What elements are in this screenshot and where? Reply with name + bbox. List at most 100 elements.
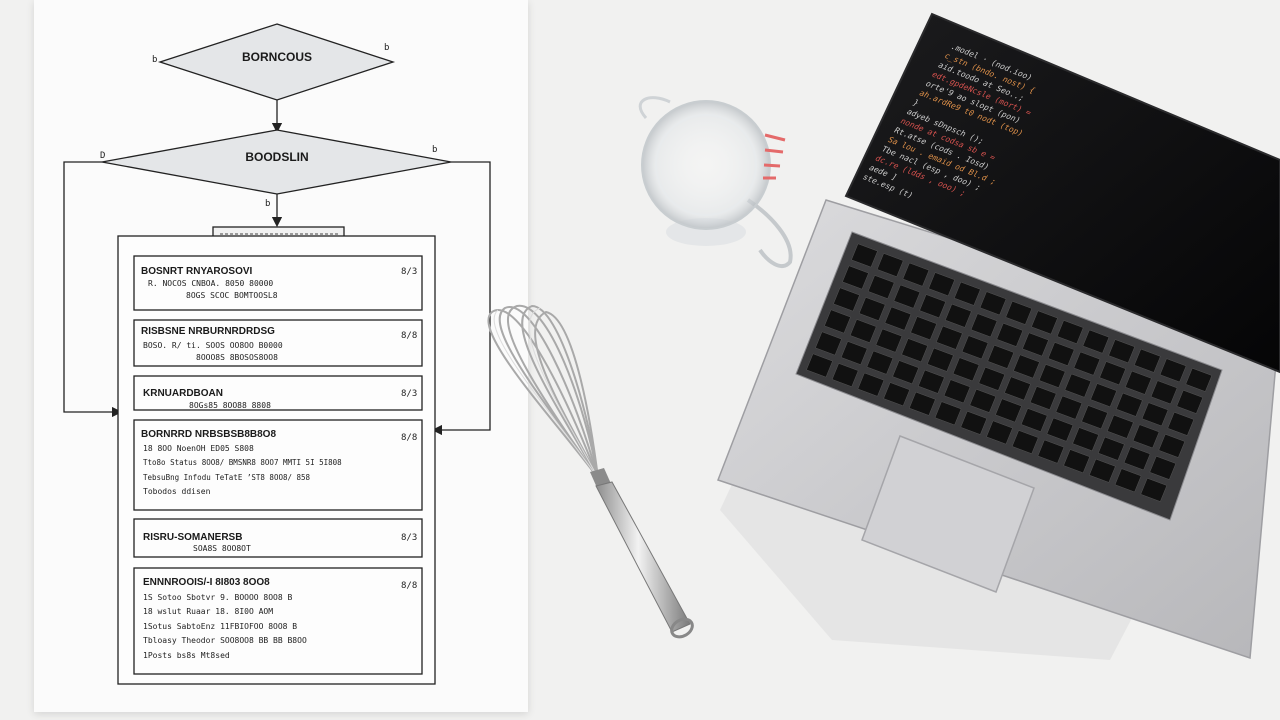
keyboard-key: [902, 262, 930, 287]
keyboard-key: [815, 331, 842, 356]
keyboard-key: [831, 363, 859, 388]
svg-text:ENNNROOIS/-I 8I803 8OO8: ENNNROOIS/-I 8I803 8OO8: [143, 577, 270, 588]
keyboard-key: [908, 391, 936, 416]
svg-text:TebsuBng Infodu TeTatE ’ST8: TebsuBng Infodu TeTatE ’ST8 8OO8/ 858: [143, 473, 311, 482]
svg-text:8/3: 8/3: [401, 533, 417, 543]
keyboard-key: [842, 265, 869, 290]
keyboard-key: [1038, 364, 1066, 389]
svg-text:8OOO8S 8BOSOS8OO8: 8OOO8S 8BOSOS8OO8: [196, 353, 278, 362]
keyboard-key: [1073, 351, 1101, 376]
keyboard-key: [1150, 380, 1178, 405]
keyboard-key: [1072, 427, 1100, 452]
keyboard-key: [1140, 477, 1168, 502]
svg-text:8/8: 8/8: [401, 581, 417, 591]
flowchart-sections: BOSNRT RNYAROSOVI 8/3 R. NOCOS CNBOA. 80…: [141, 266, 417, 660]
keyboard-key: [849, 319, 877, 344]
keyboard-key: [979, 291, 1007, 316]
keyboard-key: [1099, 361, 1127, 386]
keyboard-key: [1031, 310, 1058, 335]
keyboard-key: [858, 297, 886, 322]
svg-text:b: b: [265, 199, 270, 209]
keyboard-key: [1090, 383, 1118, 408]
keyboard-key: [851, 243, 878, 268]
keyboard-key: [1141, 402, 1169, 427]
svg-text:SOA8S 8OO8OT: SOA8S 8OO8OT: [193, 544, 251, 553]
keyboard-key: [866, 350, 894, 375]
flowchart: BORNCOUS b b BOODSLIN D b b: [63, 23, 491, 685]
keyboard-key: [917, 369, 945, 394]
svg-text:Tto8o Status 8OO8/ BMSNR8 8OO: Tto8o Status 8OO8/ BMSNR8 8OO7 MMTI 5I 5…: [143, 458, 342, 467]
keyboard-key: [987, 344, 1015, 369]
svg-text:8/8: 8/8: [401, 433, 417, 443]
keyboard-key: [1011, 430, 1039, 455]
keyboard-key: [1064, 373, 1092, 398]
keyboard-key: [892, 360, 920, 385]
decision2-label: BOODSLIN: [245, 150, 308, 164]
svg-text:b: b: [432, 145, 437, 155]
section-6: ENNNROOIS/-I 8I803 8OO8 8/8 1S Sotoo Sbo…: [143, 577, 417, 660]
svg-text:8OGS SCOC BOMTOOSL8: 8OGS SCOC BOMTOOSL8: [186, 291, 278, 300]
keyboard-key: [986, 420, 1013, 445]
keyboard-key: [1097, 436, 1125, 461]
keyboard-key: [901, 338, 929, 363]
decision1-label: BORNCOUS: [242, 50, 312, 64]
keyboard-key: [910, 316, 938, 341]
keyboard-key: [1088, 458, 1116, 483]
keyboard-key: [1046, 417, 1074, 442]
keyboard-key: [1176, 389, 1204, 414]
keyboard-key: [1005, 300, 1033, 325]
keyboard-key: [926, 347, 954, 372]
keyboard-key: [1149, 455, 1177, 480]
keyboard-key: [1037, 439, 1065, 464]
section-2: RISBSNE NRBURNRDRDSG 8/8 BOSO. R/ ti. SO…: [141, 326, 417, 362]
keyboard-key: [1185, 367, 1213, 392]
svg-text:BORNRRD NRBSBSB8B8O8: BORNRRD NRBSBSB8B8O8: [141, 429, 276, 440]
svg-text:8OGs85 8OO88 8808: 8OGs85 8OO88 8808: [189, 401, 271, 410]
svg-text:1Posts bs8s Mt8sed: 1Posts bs8s Mt8sed: [143, 651, 230, 660]
svg-text:R. NOCOS CNBOA. 8050 80000: R. NOCOS CNBOA. 8050 80000: [148, 279, 273, 288]
keyboard-key: [978, 366, 1006, 391]
measuring-cup: [638, 96, 793, 269]
svg-text:Tbloasy Theodor SOO8OO8 BB B: Tbloasy Theodor SOO8OO8 BB BB B8OO: [143, 636, 307, 645]
keyboard-key: [1108, 339, 1136, 364]
svg-text:BOSNRT RNYAROSOVI: BOSNRT RNYAROSOVI: [141, 266, 253, 277]
keyboard-key: [1055, 395, 1083, 420]
svg-text:RISRU-SOMANERSB: RISRU-SOMANERSB: [143, 532, 242, 543]
keyboard-key: [1013, 354, 1040, 379]
keyboard-key: [1004, 376, 1031, 401]
svg-text:D: D: [100, 151, 105, 161]
keyboard-key: [953, 281, 981, 306]
keyboard-key: [952, 357, 980, 382]
keyboard-key: [1063, 449, 1091, 474]
keyboard-key: [884, 306, 912, 331]
svg-text:18 wslut Ruaar 18. 8I0O AOM: 18 wslut Ruaar 18. 8I0O AOM: [143, 607, 273, 616]
laptop-screen: [844, 12, 1280, 374]
keyboard-key: [969, 388, 997, 413]
keyboard-key: [1158, 433, 1186, 458]
svg-text:b: b: [152, 55, 157, 65]
keyboard-key: [1081, 405, 1109, 430]
svg-text:Tobodos ddisen: Tobodos ddisen: [143, 487, 211, 496]
keyboard-key: [996, 322, 1024, 347]
keyboard-key: [875, 328, 903, 353]
keyboard-key: [960, 410, 988, 435]
section-3: KRNUARDBOAN 8/3 8OGs85 8OO88 8808: [143, 388, 417, 410]
svg-text:8/8: 8/8: [401, 331, 417, 341]
keyboard-key: [824, 309, 851, 334]
svg-text:BOSO. R/ ti. SOOS OO8OO B000: BOSO. R/ ti. SOOS OO8OO B0000: [143, 341, 283, 350]
keyboard-key: [1082, 329, 1110, 354]
svg-text:8/3: 8/3: [401, 389, 417, 399]
keyboard-key: [943, 379, 971, 404]
keyboard-key: [1020, 408, 1048, 433]
svg-text:8/3: 8/3: [401, 267, 417, 277]
keyboard-key: [944, 303, 972, 328]
section-1: BOSNRT RNYAROSOVI 8/3 R. NOCOS CNBOA. 80…: [141, 266, 417, 300]
keyboard-key: [1047, 342, 1075, 367]
keyboard-key: [1056, 320, 1084, 345]
keyboard-key: [1114, 468, 1142, 493]
svg-text:18 8OO NoenOH ED05 S808: 18 8OO NoenOH ED05 S808: [143, 444, 254, 453]
keyboard-key: [883, 382, 911, 407]
svg-text:RISBSNE NRBURNRDRDSG: RISBSNE NRBURNRDRDSG: [141, 326, 275, 337]
whisk: [487, 304, 694, 639]
